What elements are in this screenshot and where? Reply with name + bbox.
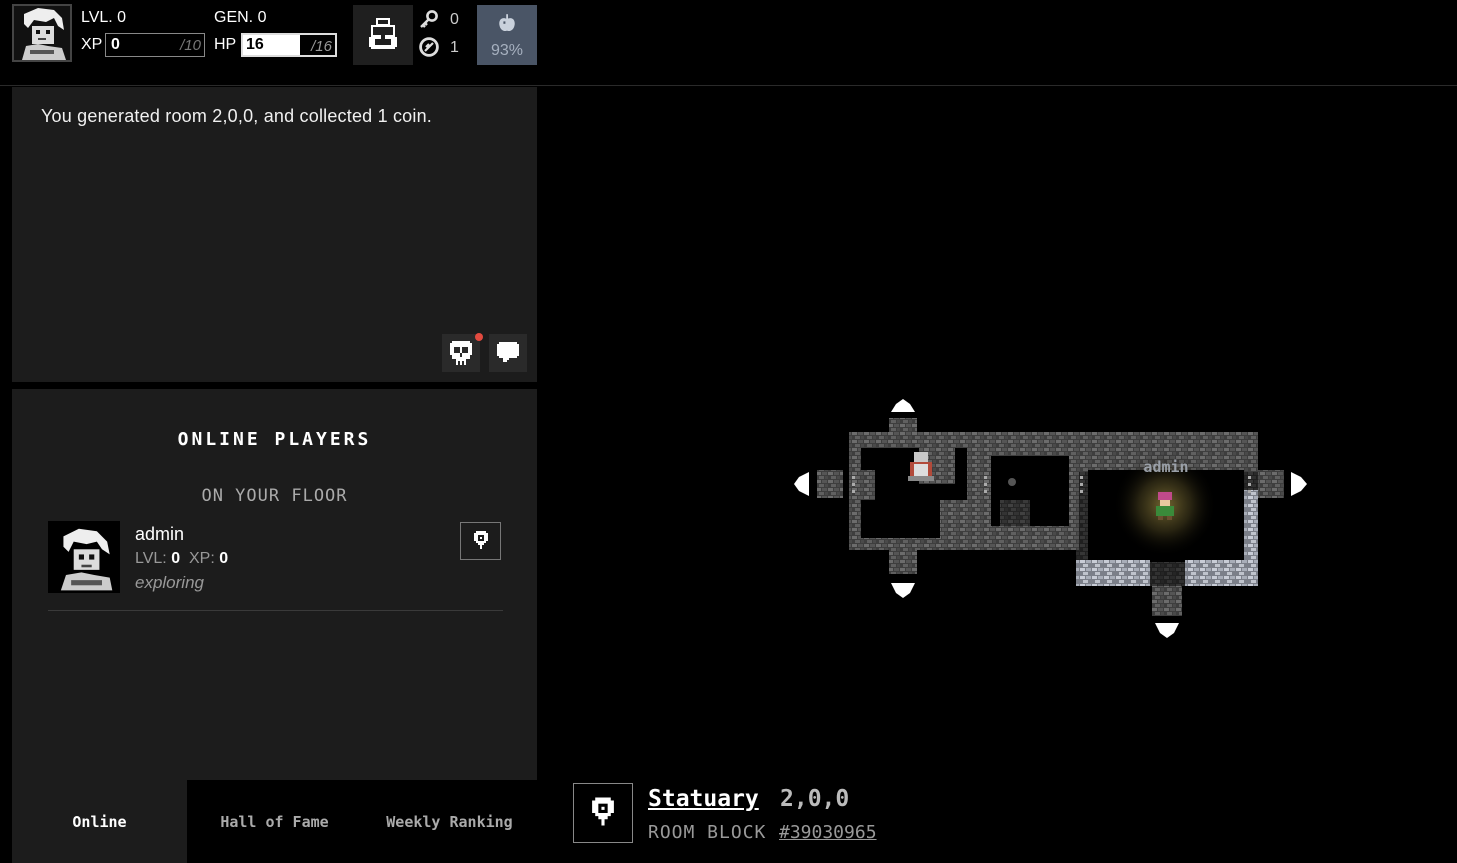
room-coordinates: 2,0,0 xyxy=(780,786,850,812)
statue-sprite xyxy=(908,452,934,481)
backpack-icon xyxy=(369,18,397,49)
tab-hall-of-fame[interactable]: Hall of Fame xyxy=(220,812,329,831)
player-avatar xyxy=(48,521,120,593)
player-level-label: LVL: xyxy=(135,550,167,567)
generation-label: GEN. 0 xyxy=(214,9,267,26)
notification-dot xyxy=(475,333,483,341)
chat-button[interactable] xyxy=(489,334,527,372)
floor-section-title: ON YOUR FLOOR xyxy=(201,486,348,506)
dungeon-map-canvas: admin xyxy=(794,399,1307,638)
hp-max: /16 xyxy=(311,38,332,55)
hp-label: HP xyxy=(214,36,237,53)
skull-icon xyxy=(450,341,472,365)
player-sprite xyxy=(1156,492,1174,520)
room-block-link[interactable]: #39030965 xyxy=(779,822,877,843)
food-button[interactable]: 93% xyxy=(477,5,537,65)
message-log-panel: You generated room 2,0,0, and collected … xyxy=(12,87,537,382)
dungeon-map[interactable]: admin xyxy=(538,87,1457,777)
map-pin-icon xyxy=(473,531,488,549)
hp-bar-fill xyxy=(243,35,301,55)
locate-player-button[interactable] xyxy=(460,522,501,560)
key-icon xyxy=(420,10,438,28)
xp-bar: 0 /10 xyxy=(105,33,205,57)
speech-bubble-icon xyxy=(497,342,519,362)
player-level-value: 0 xyxy=(171,550,181,567)
room-name: Statuary xyxy=(648,786,759,812)
arrow-north-west[interactable] xyxy=(891,399,915,412)
coin-icon xyxy=(419,37,439,57)
apple-icon xyxy=(499,14,515,32)
arrow-south-east[interactable] xyxy=(1155,623,1179,638)
food-percent: 93% xyxy=(490,42,524,59)
room-block-label: ROOM BLOCK xyxy=(648,822,767,843)
player-portrait-icon xyxy=(48,521,120,593)
arrow-south-west[interactable] xyxy=(891,583,915,598)
hp-bar: 16 /16 xyxy=(241,33,337,57)
arrow-east[interactable] xyxy=(1291,472,1307,496)
xp-max: /10 xyxy=(180,37,201,54)
level-label: LVL. 0 xyxy=(81,9,127,26)
map-pin-icon xyxy=(592,797,614,826)
online-players-panel: ONLINE PLAYERS ON YOUR FLOOR admin LVL: … xyxy=(12,389,537,780)
player-name: admin xyxy=(135,524,185,544)
player-xp-label: XP: xyxy=(188,550,215,567)
hp-value: 16 xyxy=(246,36,264,53)
top-hud: LVL. 0 GEN. 0 XP 0 /10 HP 16 /16 0 1 xyxy=(0,0,1457,86)
player-portrait-icon[interactable] xyxy=(12,4,72,62)
xp-value: 0 xyxy=(111,36,120,53)
room-middle xyxy=(979,432,1079,550)
portrait-art xyxy=(14,6,70,60)
bottom-tabs: Online Hall of Fame Weekly Ranking xyxy=(12,780,537,863)
coin-count: 1 xyxy=(450,39,459,56)
player-status: exploring xyxy=(135,573,204,592)
online-players-title: ONLINE PLAYERS xyxy=(177,429,372,450)
tab-online[interactable]: Online xyxy=(12,780,187,863)
room-west xyxy=(849,418,979,574)
key-count: 0 xyxy=(450,11,459,28)
death-log-button[interactable] xyxy=(442,334,480,372)
player-xp-value: 0 xyxy=(219,550,229,567)
room-location-button[interactable] xyxy=(573,783,633,843)
player-row[interactable]: admin LVL: 0 XP: 0 exploring xyxy=(48,521,503,611)
player-stats: LVL: 0 XP: 0 xyxy=(135,550,228,568)
xp-label: XP xyxy=(81,36,103,53)
arrow-west[interactable] xyxy=(794,472,809,496)
message-text: You generated room 2,0,0, and collected … xyxy=(41,106,433,126)
inventory-button[interactable] xyxy=(353,5,413,65)
door-dots xyxy=(852,476,1251,493)
tab-weekly-ranking[interactable]: Weekly Ranking xyxy=(386,812,513,831)
map-player-label: admin xyxy=(1143,458,1188,476)
